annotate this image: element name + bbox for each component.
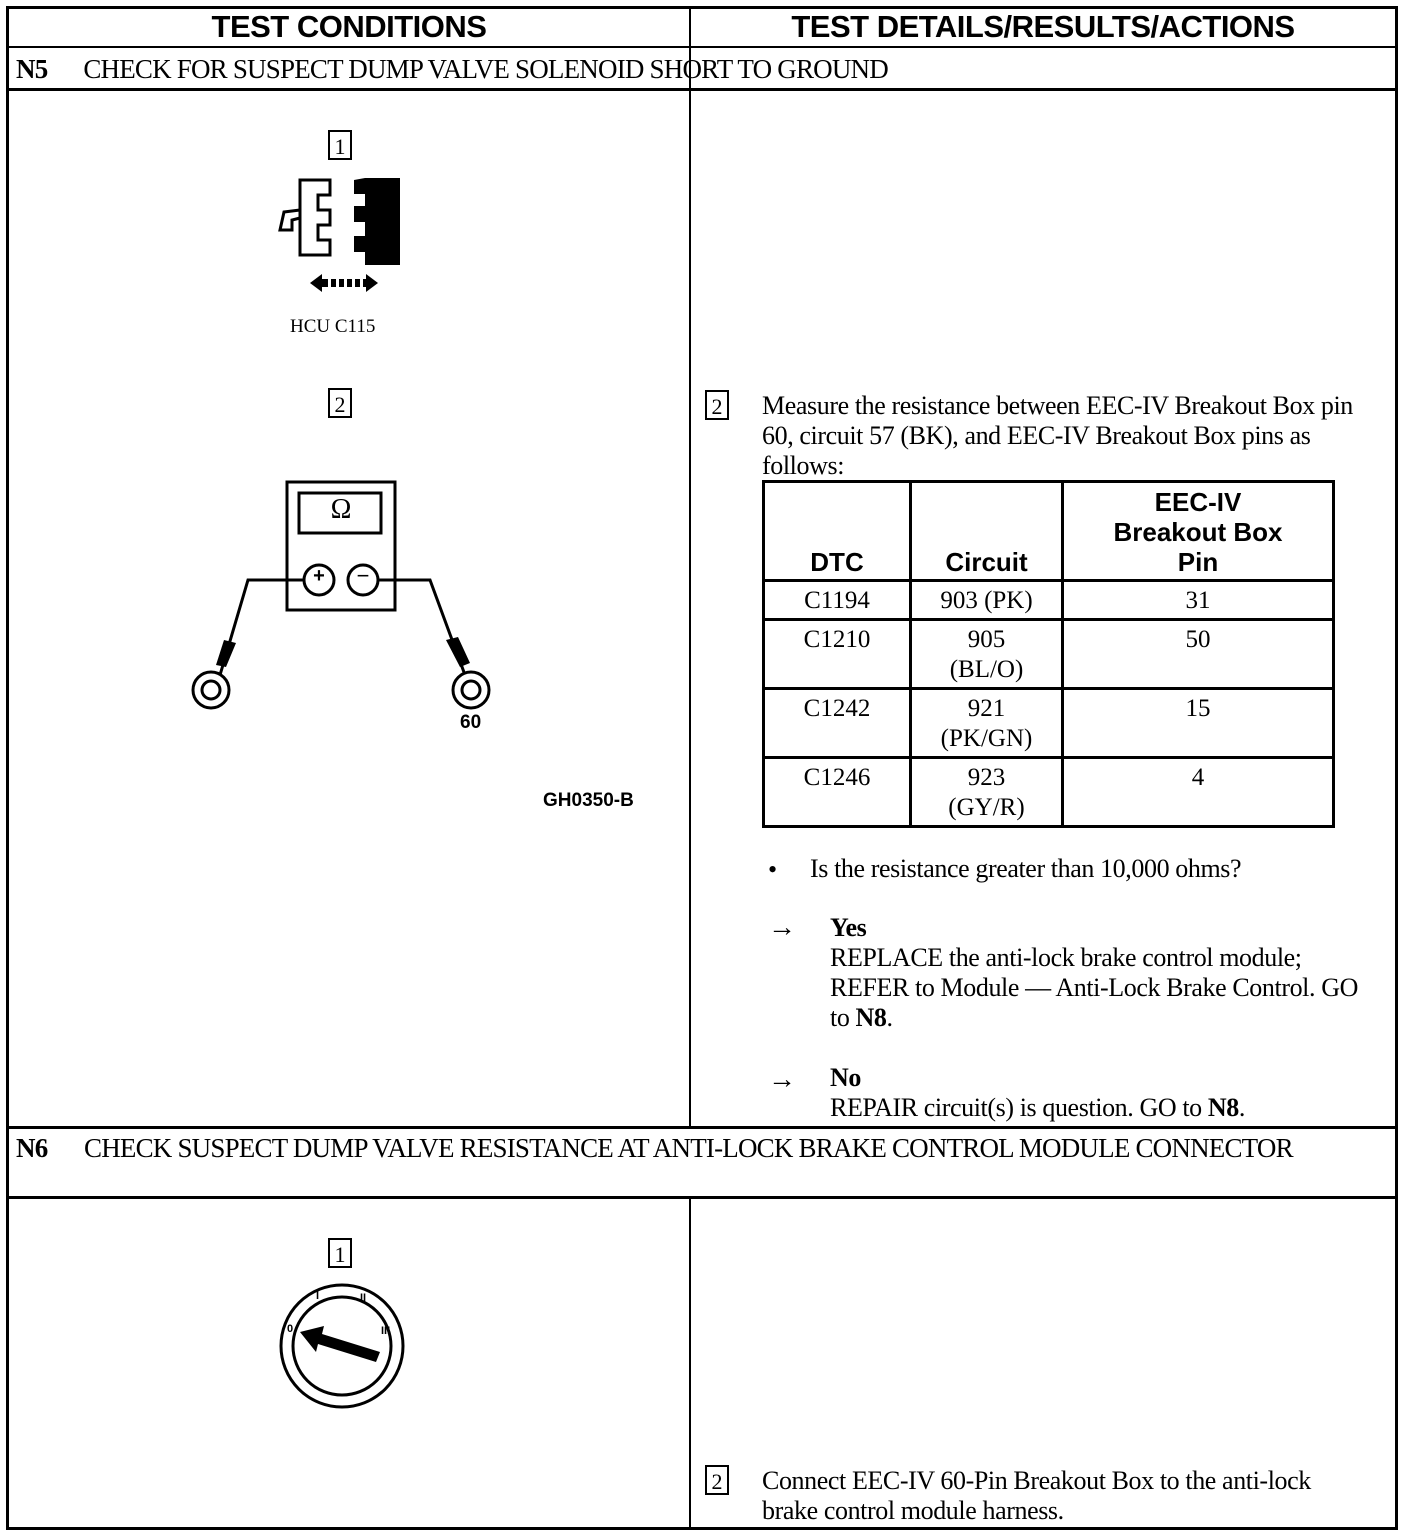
n6-step1-number: 1 — [328, 1238, 352, 1268]
n6-right-step-number: 2 — [705, 1465, 729, 1495]
n6-instruction: Connect EEC-IV 60-Pin Breakout Box to th… — [762, 1466, 1311, 1525]
dtc-cell: C1210 — [762, 618, 912, 690]
no-label: No — [830, 1063, 861, 1092]
yes-label: Yes — [830, 913, 867, 942]
frame-left — [6, 6, 9, 1530]
pin-table-header: DTC Circuit EEC-IV Breakout Box Pin — [762, 480, 1335, 582]
yes-action-end: . — [886, 1003, 894, 1032]
plus-terminal-label: + — [313, 565, 325, 587]
circuit-cell: 921 (PK/GN) — [909, 687, 1064, 759]
no-goto: N8 — [1207, 1093, 1239, 1122]
n5-title-divider — [6, 88, 1398, 91]
frame-right — [1395, 6, 1398, 1530]
frame-bottom — [6, 1527, 1398, 1530]
resistance-question: Is the resistance greater than 10,000 oh… — [810, 854, 1242, 883]
dtc-cell: C1246 — [762, 756, 912, 828]
column-divider-n6 — [689, 1196, 691, 1529]
probe-pin-label: 60 — [460, 712, 482, 733]
circuit-cell: 923 (GY/R) — [909, 756, 1064, 828]
n5-step1-number: 1 — [328, 130, 352, 160]
col-pin: EEC-IV Breakout Box Pin — [1061, 480, 1335, 582]
dtc-cell: C1242 — [762, 687, 912, 759]
pin-cell: 15 — [1061, 687, 1335, 759]
col-dtc: DTC — [762, 480, 912, 582]
ohm-symbol: Ω — [330, 494, 352, 525]
n6-code: N6 — [16, 1133, 48, 1163]
n6-top-divider — [6, 1126, 1398, 1129]
n5-instruction: Measure the resistance between EEC-IV Br… — [762, 391, 1353, 480]
n5-right-step-number: 2 — [705, 390, 729, 420]
table-row: C1194 903 (PK) 31 — [762, 579, 1335, 621]
dial-mark-2: II — [360, 1292, 367, 1304]
header-test-details: TEST DETAILS/RESULTS/ACTIONS — [791, 9, 1295, 44]
frame-top — [6, 6, 1398, 9]
circuit-cell: 903 (PK) — [909, 579, 1064, 621]
circuit-cell: 905 (BL/O) — [909, 618, 1064, 690]
yes-goto: N8 — [855, 1003, 887, 1032]
n5-step2-number: 2 — [328, 388, 352, 418]
pin-cell: 4 — [1061, 756, 1335, 828]
n5-code: N5 — [16, 54, 48, 84]
no-action: REPAIR circuit(s) is question. GO to N8. — [830, 1093, 1370, 1123]
dial-mark-0: 0 — [287, 1323, 294, 1335]
n6-title-text: CHECK SUSPECT DUMP VALVE RESISTANCE AT A… — [84, 1133, 1294, 1163]
question-bullet: • — [768, 855, 777, 884]
header-test-conditions: TEST CONDITIONS — [211, 9, 487, 44]
minus-terminal-label: − — [356, 563, 370, 588]
pin-table: DTC Circuit EEC-IV Breakout Box Pin C119… — [762, 480, 1335, 828]
pin-cell: 50 — [1061, 618, 1335, 690]
table-row: C1242 921 (PK/GN) 15 — [762, 687, 1335, 759]
figure-id: GH0350-B — [543, 790, 634, 811]
n6-title-divider — [6, 1196, 1398, 1199]
table-row: C1246 923 (GY/R) 4 — [762, 756, 1335, 828]
header-divider — [6, 46, 1398, 48]
connector-label: HCU C115 — [290, 316, 376, 337]
n5-title-text: CHECK FOR SUSPECT DUMP VALVE SOLENOID SH… — [83, 54, 888, 84]
dial-mark-1: I — [316, 1290, 320, 1302]
column-divider-n5 — [689, 88, 691, 1128]
n5-section-title: N5 CHECK FOR SUSPECT DUMP VALVE SOLENOID… — [16, 54, 1386, 85]
no-arrow-icon: → — [768, 1064, 796, 1095]
table-row: C1210 905 (BL/O) 50 — [762, 618, 1335, 690]
pin-cell: 31 — [1061, 579, 1335, 621]
dial-mark-3: III — [381, 1325, 391, 1337]
no-action-text: REPAIR circuit(s) is question. GO to — [830, 1093, 1202, 1122]
column-divider-top — [689, 6, 691, 90]
yes-action-text: REPLACE the anti-lock brake control modu… — [830, 943, 1358, 1032]
dtc-cell: C1194 — [762, 579, 912, 621]
yes-arrow-icon: → — [768, 912, 796, 943]
ohmmeter-icon — [191, 480, 491, 710]
no-action-end: . — [1238, 1093, 1246, 1122]
ignition-switch-icon — [279, 1283, 405, 1409]
col-circuit: Circuit — [909, 480, 1064, 582]
connector-icon — [278, 178, 400, 292]
yes-action: REPLACE the anti-lock brake control modu… — [830, 943, 1360, 1033]
